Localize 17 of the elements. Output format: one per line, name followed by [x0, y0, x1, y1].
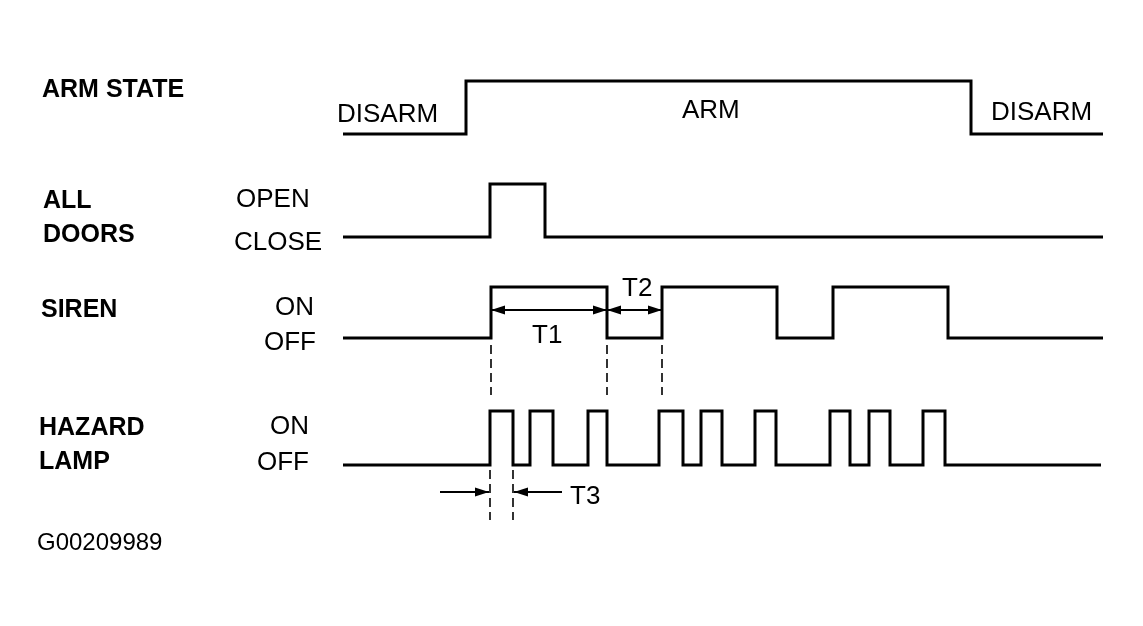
- state-label: ON: [275, 293, 314, 319]
- state-label: OPEN: [236, 185, 310, 211]
- state-label: ARM: [682, 96, 740, 122]
- dimension-label: T1: [532, 321, 563, 347]
- dimension-label: T3: [570, 482, 601, 508]
- state-label: DISARM: [991, 98, 1093, 124]
- signal-name: ALL DOORS: [43, 184, 135, 249]
- state-label: OFF: [264, 328, 316, 354]
- signal-name: HAZARD LAMP: [39, 411, 145, 476]
- signal-name: SIREN: [41, 296, 118, 321]
- signal-name: ARM STATE: [42, 76, 185, 101]
- figure-code: G00209989: [37, 530, 163, 554]
- state-label: OFF: [257, 448, 309, 474]
- state-label: ON: [270, 412, 309, 438]
- state-label: DISARM: [337, 100, 439, 126]
- state-label: CLOSE: [234, 228, 323, 254]
- dimension-label: T2: [622, 274, 653, 300]
